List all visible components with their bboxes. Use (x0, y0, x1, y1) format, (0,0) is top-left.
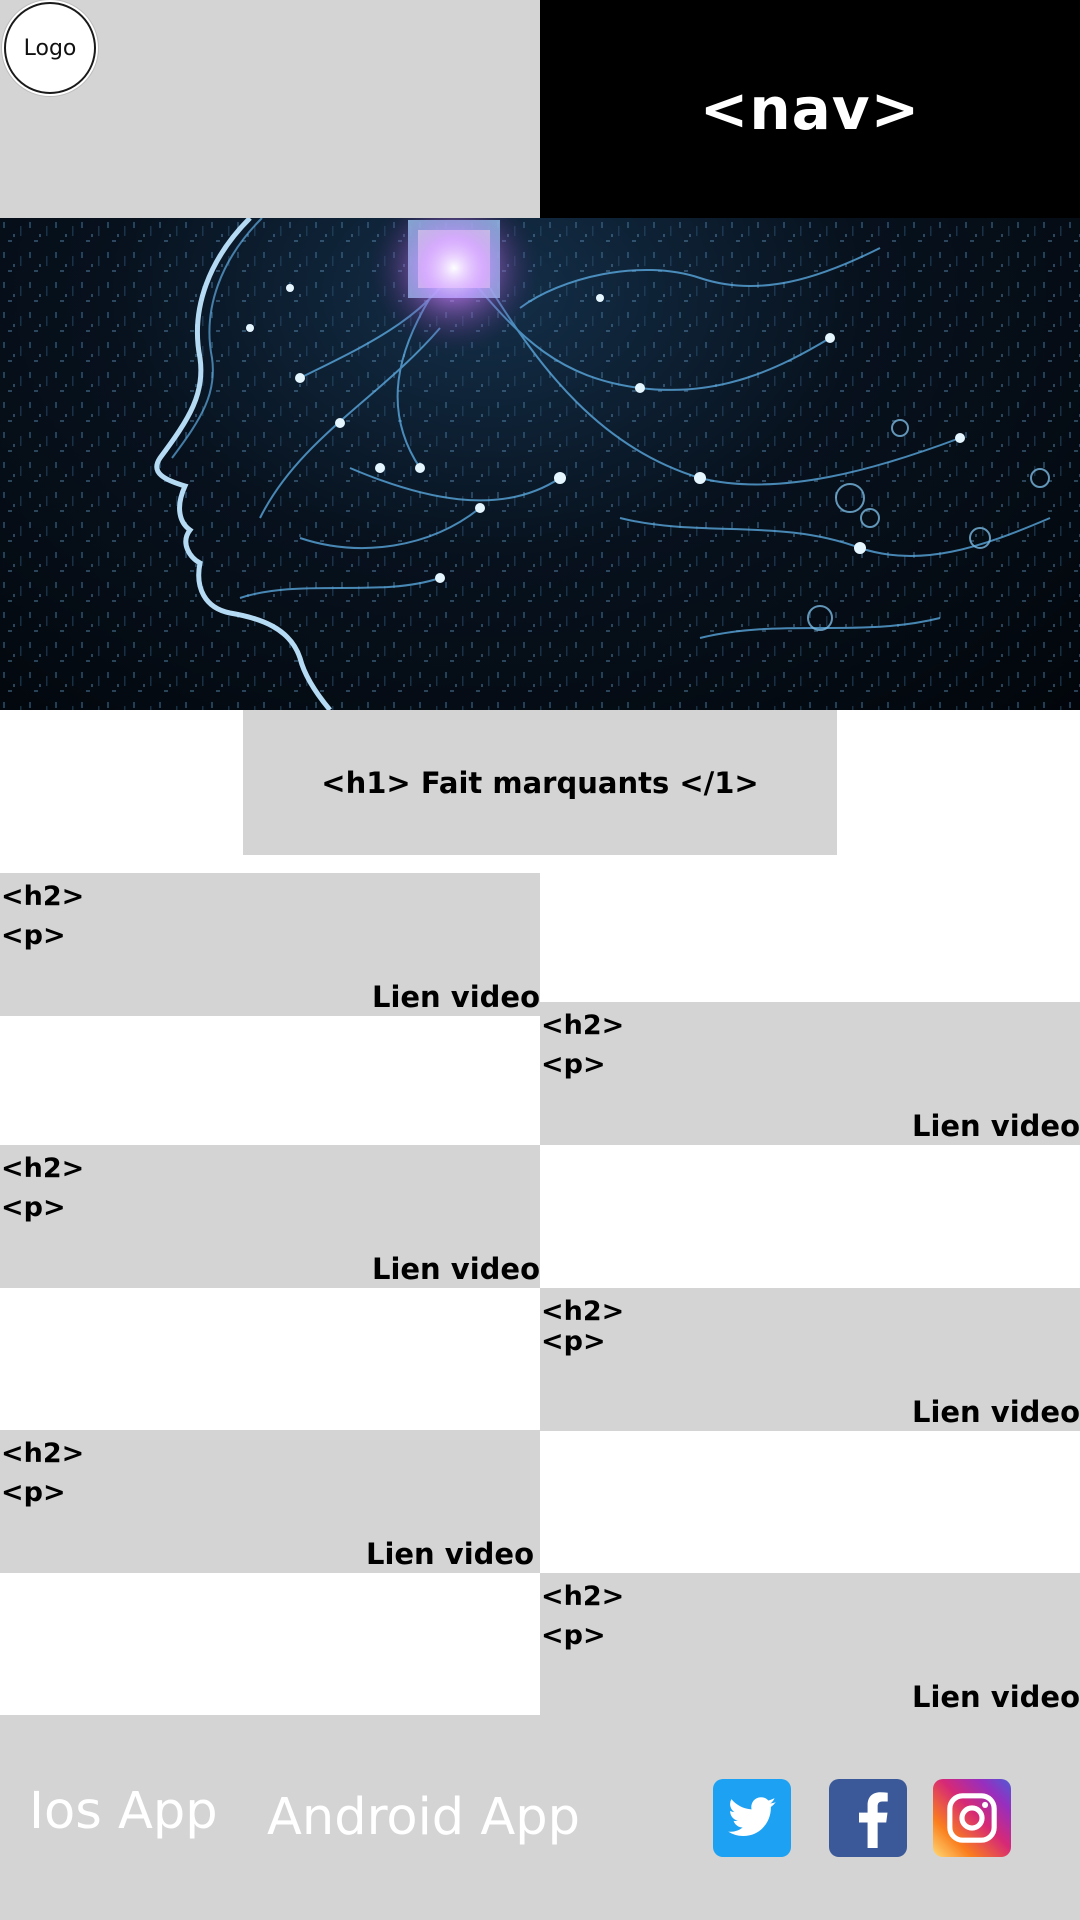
article-text: <p> (541, 1326, 606, 1357)
video-link[interactable]: Lien video (371, 980, 540, 1014)
nav-label: <nav> (699, 75, 921, 143)
nav-bar[interactable]: <nav> (540, 0, 1080, 218)
hero-image (0, 218, 1080, 710)
article-title: <h2> (1, 1438, 85, 1469)
article-title: <h2> (1, 881, 85, 912)
section-heading: <h1> Fait marquants </1> (321, 765, 759, 800)
logo-label: Logo (23, 35, 77, 61)
article-title: <h2> (541, 1010, 625, 1041)
video-link[interactable]: Lien video (365, 1537, 534, 1571)
android-app-link[interactable]: Android App (267, 1788, 581, 1847)
twitter-bird-glyph (728, 1797, 776, 1836)
video-link[interactable]: Lien video (911, 1680, 1080, 1714)
facebook-f-glyph (859, 1792, 888, 1848)
article-card: <h2> <p> Lien video (540, 1002, 1080, 1145)
video-link[interactable]: Lien video (911, 1109, 1080, 1143)
article-card: <h2> <p> Lien video (0, 1430, 540, 1573)
article-card: <h2> <p> Lien video (0, 873, 540, 1016)
article-title: <h2> (541, 1581, 625, 1612)
article-title: <h2> (541, 1296, 625, 1327)
ai-circuit-face-illustration (0, 218, 1080, 710)
article-card: <h2> <p> Lien video (0, 1145, 540, 1288)
instagram-icon[interactable] (933, 1779, 1011, 1857)
video-link[interactable]: Lien video (371, 1252, 540, 1286)
ios-app-link[interactable]: Ios App (29, 1782, 218, 1841)
logo[interactable]: Logo (4, 2, 96, 94)
facebook-icon[interactable] (829, 1779, 907, 1857)
article-text: <p> (1, 1477, 66, 1508)
article-title: <h2> (1, 1153, 85, 1184)
video-link[interactable]: Lien video (911, 1395, 1080, 1429)
article-card: <h2> <p> Lien video (540, 1288, 1080, 1431)
article-text: <p> (1, 920, 66, 951)
header-left-panel: Logo (0, 0, 540, 218)
twitter-icon[interactable] (713, 1779, 791, 1857)
instagram-camera-glyph (947, 1793, 997, 1843)
article-card: <h2> <p> Lien video (540, 1573, 1080, 1716)
article-text: <p> (1, 1192, 66, 1223)
article-text: <p> (541, 1049, 606, 1080)
section-heading-box: <h1> Fait marquants </1> (243, 710, 837, 855)
article-text: <p> (541, 1620, 606, 1651)
